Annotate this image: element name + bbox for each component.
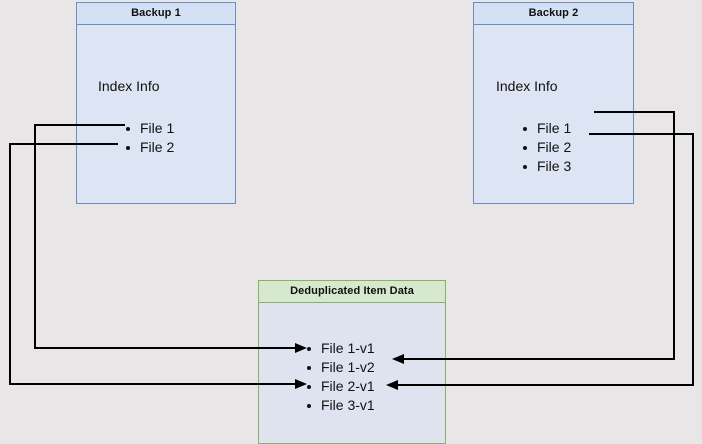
list-item[interactable]: File 1 — [125, 119, 174, 138]
list-item[interactable]: File 3 — [522, 157, 571, 176]
node-backup-2-header: Backup 2 — [474, 3, 633, 25]
node-backup-1-header: Backup 1 — [77, 3, 235, 25]
node-backup-1[interactable]: Backup 1 Index Info File 1 File 2 — [76, 2, 236, 204]
node-backup-2[interactable]: Backup 2 Index Info File 1 File 2 File 3 — [473, 2, 634, 204]
node-backup-2-body: Index Info File 1 File 2 File 3 — [474, 25, 633, 203]
backup-2-file-list: File 1 File 2 File 3 — [522, 119, 571, 176]
backup-2-index-info-label: Index Info — [496, 78, 558, 94]
list-item[interactable]: File 2 — [125, 138, 174, 157]
list-item[interactable]: File 2 — [522, 138, 571, 157]
backup-1-file-list: File 1 File 2 — [125, 119, 174, 157]
list-item[interactable]: File 1-v2 — [306, 358, 375, 377]
node-backup-1-body: Index Info File 1 File 2 — [77, 25, 235, 203]
node-dedup-body: File 1-v1 File 1-v2 File 2-v1 File 3-v1 — [259, 303, 445, 443]
list-item[interactable]: File 2-v1 — [306, 377, 375, 396]
list-item[interactable]: File 1-v1 — [306, 339, 375, 358]
backup-1-index-info-label: Index Info — [98, 78, 160, 94]
list-item[interactable]: File 1 — [522, 119, 571, 138]
dedup-file-list: File 1-v1 File 1-v2 File 2-v1 File 3-v1 — [306, 339, 375, 415]
list-item[interactable]: File 3-v1 — [306, 396, 375, 415]
node-dedup-header: Deduplicated Item Data — [259, 281, 445, 303]
node-deduplicated-item-data[interactable]: Deduplicated Item Data File 1-v1 File 1-… — [258, 280, 446, 444]
